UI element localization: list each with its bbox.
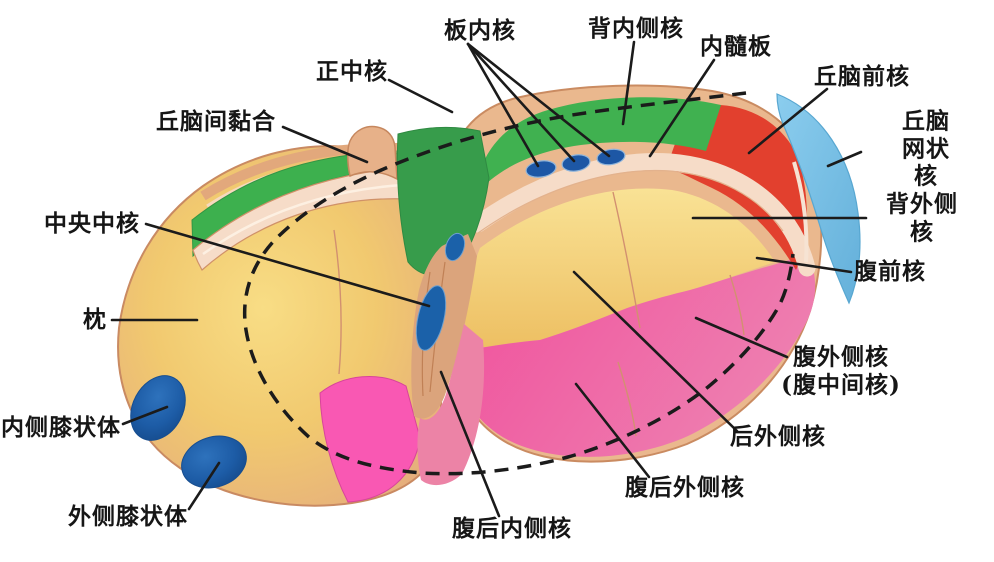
salmon-vpm-cut-face <box>417 324 485 486</box>
magenta-ventral-region <box>462 254 816 457</box>
cream-medullary-band <box>469 153 816 277</box>
right-block <box>450 84 823 463</box>
leader-internal-medullary-lamina <box>648 58 716 158</box>
leader-intralaminar-2 <box>466 42 576 163</box>
left-cream-band-streak <box>202 183 403 256</box>
cream-sliver-right <box>792 161 809 263</box>
leader-medial-geniculate <box>121 405 169 426</box>
leader-interthalamic-adhesion <box>281 125 369 164</box>
leader-ventral-anterior <box>755 256 853 274</box>
left-cream-band <box>192 167 409 271</box>
medial-geniculate-body <box>130 375 186 441</box>
pink-contour-line-1 <box>729 274 745 336</box>
small-intralaminar-shape <box>444 232 466 262</box>
leader-dorsomedial <box>621 40 636 126</box>
cut-lamina-band <box>411 234 477 419</box>
leader-lateral-posterior <box>572 270 739 433</box>
intralaminar-dot-2 <box>561 154 591 172</box>
intralaminar-dot-1 <box>525 160 557 178</box>
left-magenta-wedge <box>319 376 421 503</box>
centromedian-nucleus-shape <box>415 285 447 351</box>
leader-lines <box>110 40 868 518</box>
yellow-contour-line <box>612 191 641 329</box>
yellow-dorsal-region <box>465 188 775 350</box>
left-block-pulvinar <box>117 142 442 507</box>
leader-intralaminar-3 <box>466 42 611 158</box>
cream-band-edge <box>477 169 784 234</box>
dashed-outline <box>242 91 795 476</box>
lateral-geniculate-body <box>181 435 247 489</box>
leader-intralaminar-1 <box>466 42 540 168</box>
left-contour-line <box>333 229 342 375</box>
leader-ventral-posteromedial <box>439 370 501 518</box>
leader-midline <box>387 78 454 114</box>
leader-centromedian <box>144 222 431 308</box>
interthalamic-adhesion-stub <box>347 125 398 181</box>
leader-reticular <box>826 150 863 168</box>
leader-anterior <box>747 87 829 155</box>
leader-ventral-lateral <box>694 316 789 359</box>
cut-face-gap <box>396 126 490 486</box>
leader-ventral-posterolateral <box>574 382 651 479</box>
leader-lateral-geniculate <box>187 461 221 511</box>
